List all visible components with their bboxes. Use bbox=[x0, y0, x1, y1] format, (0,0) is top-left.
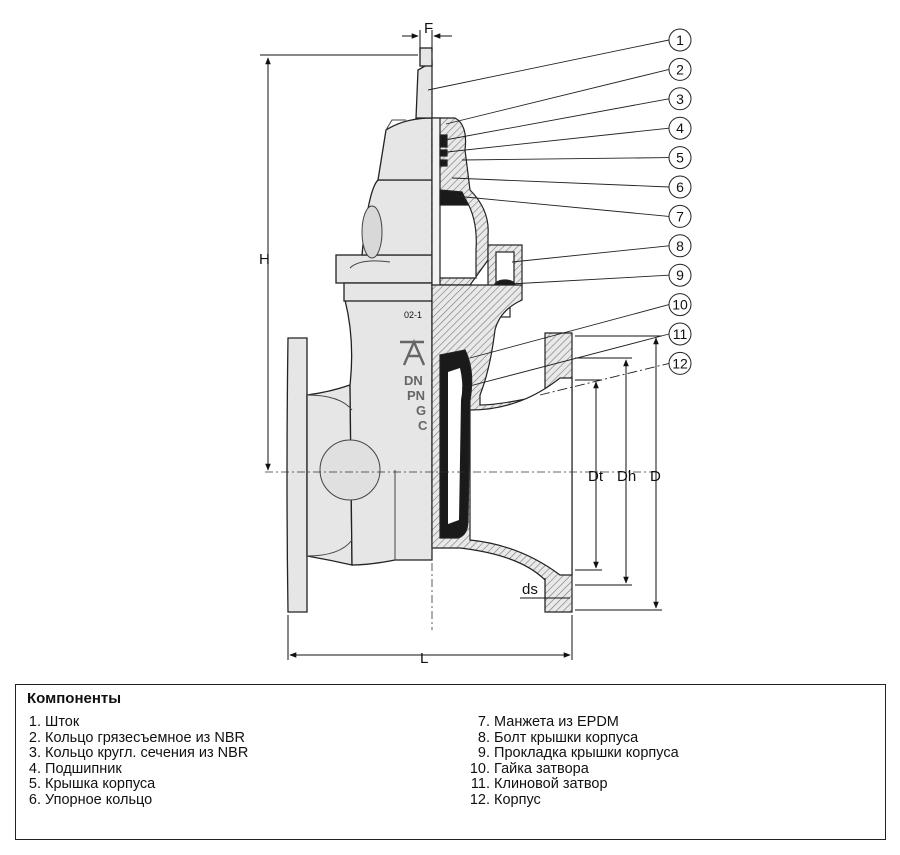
dim-Dt: Dt bbox=[588, 468, 604, 485]
legend-item: 3. Кольцо кругл. сечения из NBR bbox=[28, 745, 249, 762]
legend-title: Компоненты bbox=[27, 690, 122, 707]
callout-number: 10 bbox=[672, 297, 688, 313]
callout-leader bbox=[511, 245, 670, 263]
legend-item: 7. Манжета из EPDM bbox=[477, 714, 619, 730]
callout-circle bbox=[668, 351, 692, 375]
callout-circle bbox=[668, 234, 692, 258]
legend-item: 12. Корпус bbox=[469, 791, 541, 808]
callout-number: 12 bbox=[672, 355, 688, 371]
legend-item: 5. Крышка корпуса bbox=[28, 776, 156, 793]
callout-leader bbox=[469, 304, 670, 359]
legend-column-2: 7. Манжета из EPDM 8. Болт крышки корпус… bbox=[462, 714, 679, 809]
dim-ds: ds bbox=[522, 581, 538, 598]
legend-item: 9. Прокладка крышки корпуса bbox=[477, 745, 679, 762]
legend-item: 4. Подшипник bbox=[28, 760, 122, 777]
callout-circle bbox=[668, 28, 692, 52]
callout-number: 2 bbox=[676, 61, 684, 77]
dim-Dh: Dh bbox=[617, 468, 636, 485]
callout-number: 6 bbox=[676, 179, 684, 195]
legend-item: 8. Болт крышки корпуса bbox=[477, 729, 639, 746]
legend-column-1: 1. Шток 2. Кольцо грязесъемное из NBR 3.… bbox=[27, 714, 249, 809]
callout-circle bbox=[668, 87, 692, 111]
brand-logo bbox=[400, 338, 426, 366]
callout-number: 3 bbox=[676, 91, 684, 107]
epdm-sleeve bbox=[439, 189, 469, 206]
valve-body-section bbox=[431, 117, 573, 613]
bonnet-flange bbox=[335, 254, 433, 284]
callout-leader bbox=[461, 157, 670, 161]
callout-leader bbox=[444, 98, 670, 141]
legend-item: 11. Клиновой затвор bbox=[470, 776, 608, 793]
callout-number: 1 bbox=[676, 32, 684, 48]
callout-leader bbox=[509, 274, 670, 285]
callout-circle bbox=[668, 322, 692, 346]
callout-circle bbox=[668, 57, 692, 81]
callout-leader bbox=[427, 39, 670, 91]
left-flange bbox=[286, 337, 308, 613]
callout-leader bbox=[454, 195, 670, 217]
callout-number: 5 bbox=[676, 150, 684, 166]
dim-L: L bbox=[420, 650, 428, 667]
callout-circle bbox=[668, 175, 692, 199]
legend-item: 10. Гайка затвора bbox=[469, 760, 589, 777]
dim-D: D bbox=[650, 468, 661, 485]
callout-number: 7 bbox=[676, 208, 684, 224]
mark-pn: PN bbox=[407, 388, 425, 403]
callout-circle bbox=[668, 293, 692, 317]
legend-item: 1. Шток bbox=[28, 714, 80, 730]
body-code: 02-1 bbox=[404, 310, 422, 320]
callout-leader bbox=[445, 68, 670, 125]
callout-leader bbox=[461, 333, 670, 389]
callout-number: 4 bbox=[676, 120, 684, 136]
callout-circle bbox=[668, 204, 692, 228]
callout-circle bbox=[668, 116, 692, 140]
mark-dn: DN bbox=[404, 373, 423, 388]
callout-circle bbox=[668, 146, 692, 170]
seal-ring bbox=[439, 134, 448, 148]
valve-drawing: F H L Dt Dh D ds 02-1 DN PN G C 12345678… bbox=[259, 20, 692, 667]
legend-item: 2. Кольцо грязесъемное из NBR bbox=[28, 729, 245, 746]
callout-leader bbox=[446, 127, 670, 153]
callout-leader bbox=[539, 362, 670, 396]
dim-H: H bbox=[259, 251, 270, 268]
dim-F: F bbox=[424, 20, 433, 37]
mark-g: G bbox=[416, 403, 426, 418]
callout-number: 8 bbox=[676, 238, 684, 254]
callout-number: 11 bbox=[673, 326, 688, 342]
mark-c: C bbox=[418, 418, 428, 433]
valve-body-exterior bbox=[286, 47, 433, 613]
callout-leader bbox=[451, 177, 670, 188]
legend-item: 6. Упорное кольцо bbox=[28, 791, 153, 808]
callout-number: 9 bbox=[676, 267, 684, 283]
legend-box: Компоненты 1. Шток 2. Кольцо грязесъемно… bbox=[15, 684, 886, 840]
callout-circle bbox=[668, 263, 692, 287]
